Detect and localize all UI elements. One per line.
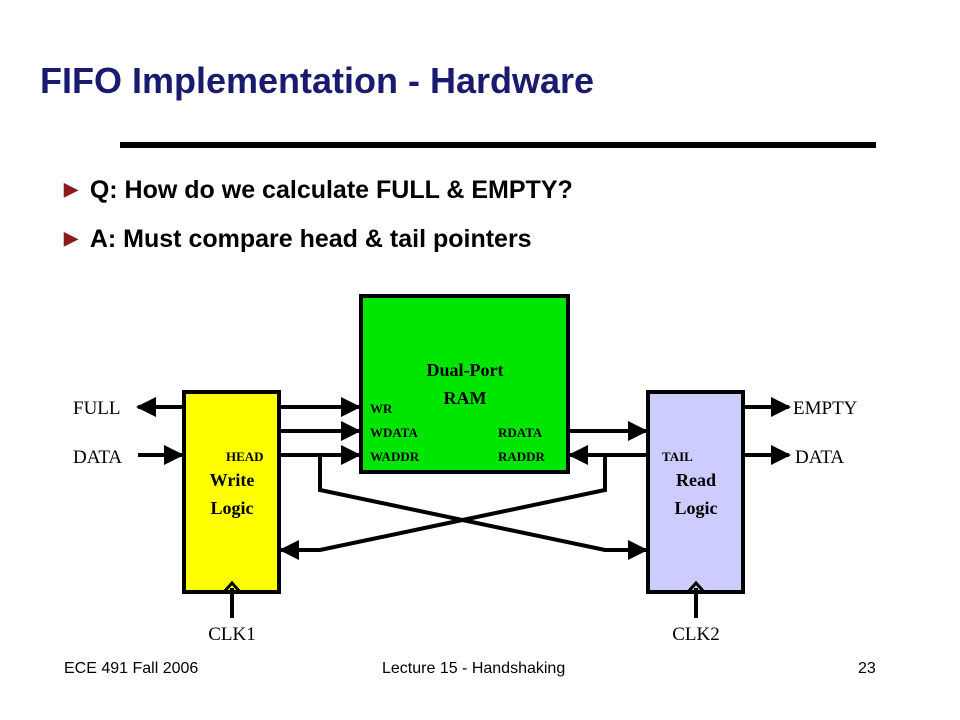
data-out-signal-label: DATA [795, 447, 844, 468]
ram-label-line1: Dual-Port [427, 360, 504, 380]
dual-port-ram-block [359, 294, 570, 474]
clk2-notch [686, 580, 706, 593]
data-in-signal-label: DATA [73, 447, 122, 468]
tail-to-write-crossover [279, 455, 607, 560]
clk2-label: CLK2 [672, 624, 720, 645]
ram-port-raddr: RADDR [498, 449, 546, 464]
ram-port-waddr: WADDR [370, 449, 420, 464]
clk1-label: CLK1 [208, 624, 256, 645]
ram-port-wdata: WDATA [370, 425, 419, 440]
footer-course: ECE 491 Fall 2006 [64, 660, 199, 677]
slide-title: FIFO Implementation - Hardware [40, 60, 595, 101]
read-logic-label-line2: Logic [675, 498, 718, 518]
clk1-notch [222, 580, 242, 593]
write-logic-label-line2: Logic [211, 498, 254, 518]
bullet-arrow-icon: ▶ [64, 228, 78, 248]
full-signal-label: FULL [73, 398, 121, 419]
ram-port-rdata: RDATA [498, 425, 543, 440]
bullet-question: ▶ Q: How do we calculate FULL & EMPTY? [64, 176, 573, 205]
write-logic-block [182, 390, 281, 594]
read-logic-block [646, 390, 745, 594]
empty-signal-label: EMPTY [793, 398, 858, 419]
write-logic-label-line1: Write [210, 470, 255, 490]
tail-pointer-label: TAIL [662, 449, 693, 464]
head-pointer-label: HEAD [226, 449, 264, 464]
ram-port-wr: WR [370, 401, 393, 416]
bullet-answer: ▶ A: Must compare head & tail pointers [64, 225, 532, 254]
bullet-text: A: Must compare head & tail pointers [89, 225, 532, 253]
title-divider [120, 142, 876, 148]
ram-label-line2: RAM [444, 388, 487, 408]
bullet-arrow-icon: ▶ [64, 179, 78, 199]
footer-lecture: Lecture 15 - Handshaking [382, 660, 566, 677]
read-logic-label-line1: Read [676, 470, 716, 490]
footer-page-number: 23 [858, 660, 876, 677]
bullet-text: Q: How do we calculate FULL & EMPTY? [89, 176, 573, 204]
